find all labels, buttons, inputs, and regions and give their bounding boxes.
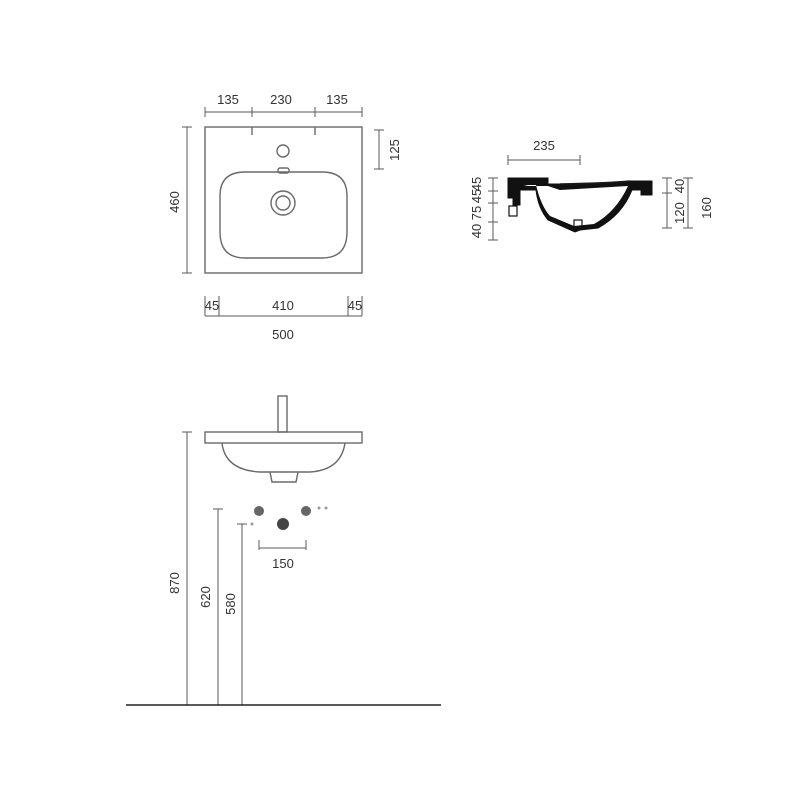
section-left-dim-2: 75 (469, 206, 484, 220)
basin-top-outline (204, 126, 363, 274)
section-left-dim-3: 45 (469, 189, 484, 203)
section-right-dim-1: 40 (672, 179, 687, 193)
section-top-width: 235 (533, 138, 555, 153)
section-left-dim-4: 40 (469, 224, 484, 238)
height-870: 870 (167, 572, 182, 594)
plan-tap-offset-dim: 125 (387, 139, 402, 161)
supply-fittings (250, 506, 328, 530)
trap-spacing-dim: 150 (272, 556, 294, 571)
bowl-outline (219, 171, 348, 259)
section-right-dim-3: 160 (699, 197, 714, 219)
plan-overall-width: 500 (272, 327, 294, 342)
section-left-dim-1: 45 (469, 177, 484, 191)
plan-depth-dim: 460 (167, 191, 182, 213)
elevation-view: 150 870 620 580 (126, 395, 441, 706)
supply-left (254, 506, 264, 516)
tap-hole (276, 144, 290, 158)
faucet (277, 395, 288, 433)
plan-view: 135 230 135 460 125 45 410 4 (167, 92, 402, 342)
drain-outer (270, 190, 296, 216)
supply-right (301, 506, 311, 516)
plan-bottom-dim-right: 45 (348, 298, 362, 313)
plan-bottom-dim-center: 410 (272, 298, 294, 313)
height-580: 580 (223, 593, 238, 615)
basin-bowl-front (221, 442, 346, 473)
plan-top-dim-center: 230 (270, 92, 292, 107)
basin-front (204, 431, 363, 444)
plan-bottom-dim-left: 45 (205, 298, 219, 313)
section-view: 235 45 75 45 40 40 120 160 (469, 138, 714, 241)
plan-top-dim-right: 135 (326, 92, 348, 107)
drain-tail (269, 471, 299, 483)
height-620: 620 (198, 586, 213, 608)
overflow-slot (277, 167, 290, 174)
drain-inner (275, 195, 291, 211)
plan-top-dim-left: 135 (217, 92, 239, 107)
section-right-dim-2: 120 (672, 202, 687, 224)
waste-outlet (277, 518, 289, 530)
